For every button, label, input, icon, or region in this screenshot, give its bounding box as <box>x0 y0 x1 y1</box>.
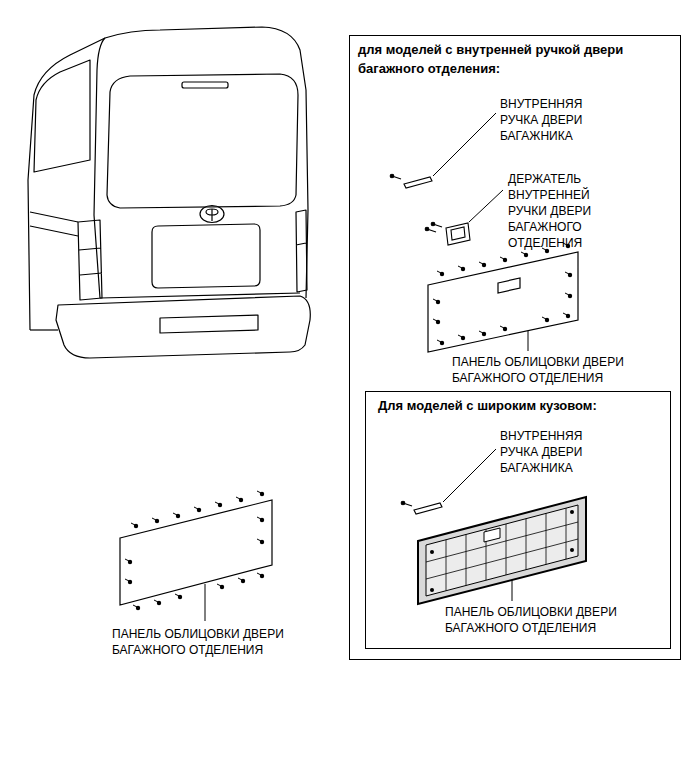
clip <box>521 252 528 257</box>
clip <box>125 559 132 564</box>
clip <box>257 517 264 522</box>
toyota-logo <box>200 206 224 223</box>
screw-head <box>401 501 405 505</box>
license-plate-recess <box>152 224 260 288</box>
clip <box>257 573 264 578</box>
clip <box>175 594 182 599</box>
side-lower-line <box>30 329 58 330</box>
handle-holder <box>425 222 470 245</box>
clip <box>500 257 507 262</box>
clip <box>563 243 570 248</box>
leader-line <box>512 580 513 601</box>
part-name: ПАНЕЛЬ ОБЛИЦОВКИ ДВЕРИ БАГАЖНОГО ОТДЕЛЕН… <box>445 604 645 636</box>
rear-bumper <box>56 296 310 358</box>
tail-light-left <box>78 220 102 300</box>
clip <box>542 317 549 322</box>
panel-clips-right <box>433 243 572 345</box>
clip <box>437 271 444 276</box>
holder-body <box>446 223 470 245</box>
clip <box>433 299 440 304</box>
clip <box>131 523 138 528</box>
panel-clip <box>430 550 434 554</box>
leader-line <box>443 449 496 502</box>
clip <box>565 272 572 277</box>
van-rear-face-edge <box>94 38 105 298</box>
panel-clip <box>430 588 434 592</box>
tail-light-right <box>296 210 307 292</box>
inner-handle-wide <box>401 501 442 514</box>
screw-head <box>390 174 394 178</box>
clip <box>437 340 444 345</box>
clip <box>133 605 140 610</box>
panel-clip <box>570 510 574 514</box>
clip <box>257 539 264 544</box>
panel-ribs <box>426 508 578 591</box>
leader-line <box>433 113 496 176</box>
leader-line <box>528 331 529 351</box>
clip <box>542 248 549 253</box>
handle-recess <box>484 528 500 542</box>
van-rear-window <box>107 74 298 208</box>
leader-line <box>205 584 206 621</box>
part-name: ДЕРЖАТЕЛЬ ВНУТРЕННЕЙ РУЧКИ ДВЕРИ БАГАЖНО… <box>508 171 618 251</box>
clip <box>154 600 161 605</box>
van-side-window <box>34 60 90 172</box>
part-name: ВНУТРЕННЯЯ РУЧКА ДВЕРИ БАГАЖНИКА <box>500 96 610 144</box>
inner-handle <box>390 174 432 188</box>
clip <box>479 262 486 267</box>
clip <box>257 491 264 496</box>
variant-box: для моделей с внутренней ручкой двери ба… <box>349 35 681 660</box>
clip <box>125 579 132 584</box>
van-drawing <box>28 27 310 358</box>
clip <box>458 335 465 340</box>
sub-variant-box: Для моделей с широким кузовом: <box>365 391 671 649</box>
toyota-logo-stem <box>211 209 212 221</box>
clip <box>458 266 465 271</box>
screw-head <box>431 222 435 226</box>
door-trim-panel-left <box>120 500 272 605</box>
clip <box>433 319 440 324</box>
bumper-step <box>160 315 258 333</box>
screw-head <box>425 227 429 231</box>
clip <box>500 326 507 331</box>
clip <box>194 507 201 512</box>
clip <box>479 331 486 336</box>
handle-opening <box>498 278 520 293</box>
door-trim-panel-right <box>428 252 578 352</box>
holder-recess <box>451 227 465 240</box>
handle-shape <box>414 503 442 514</box>
clip <box>217 584 224 589</box>
part-name: ПАНЕЛЬ ОБЛИЦОВКИ ДВЕРИ БАГАЖНОГО ОТДЕЛЕН… <box>452 354 652 386</box>
clip <box>563 313 570 318</box>
trim-panel <box>428 252 578 352</box>
leader-line <box>469 190 503 222</box>
variant-heading: для моделей с внутренней ручкой двери ба… <box>358 40 658 78</box>
variant-heading: Для моделей с широким кузовом: <box>378 396 658 415</box>
panel-clip <box>570 548 574 552</box>
handle-shape <box>404 177 432 188</box>
brake-light <box>182 82 228 88</box>
door-trim-panel-wide <box>418 497 586 604</box>
panel-clips-left <box>125 491 264 610</box>
clip <box>238 578 245 583</box>
part-name: ВНУТРЕННЯЯ РУЧКА ДВЕРИ БАГАЖНИКА <box>500 428 610 476</box>
van-roof <box>28 27 306 330</box>
clip <box>565 293 572 298</box>
clip <box>173 513 180 518</box>
clip <box>152 518 159 523</box>
clip <box>236 497 243 502</box>
part-name: ПАНЕЛЬ ОБЛИЦОВКИ ДВЕРИ БАГАЖНОГО ОТДЕЛЕН… <box>112 626 312 658</box>
clip <box>215 502 222 507</box>
panel-inner-frame <box>426 505 578 596</box>
trim-panel <box>120 500 272 605</box>
side-trim-strip <box>30 212 78 236</box>
trim-panel <box>418 497 586 604</box>
